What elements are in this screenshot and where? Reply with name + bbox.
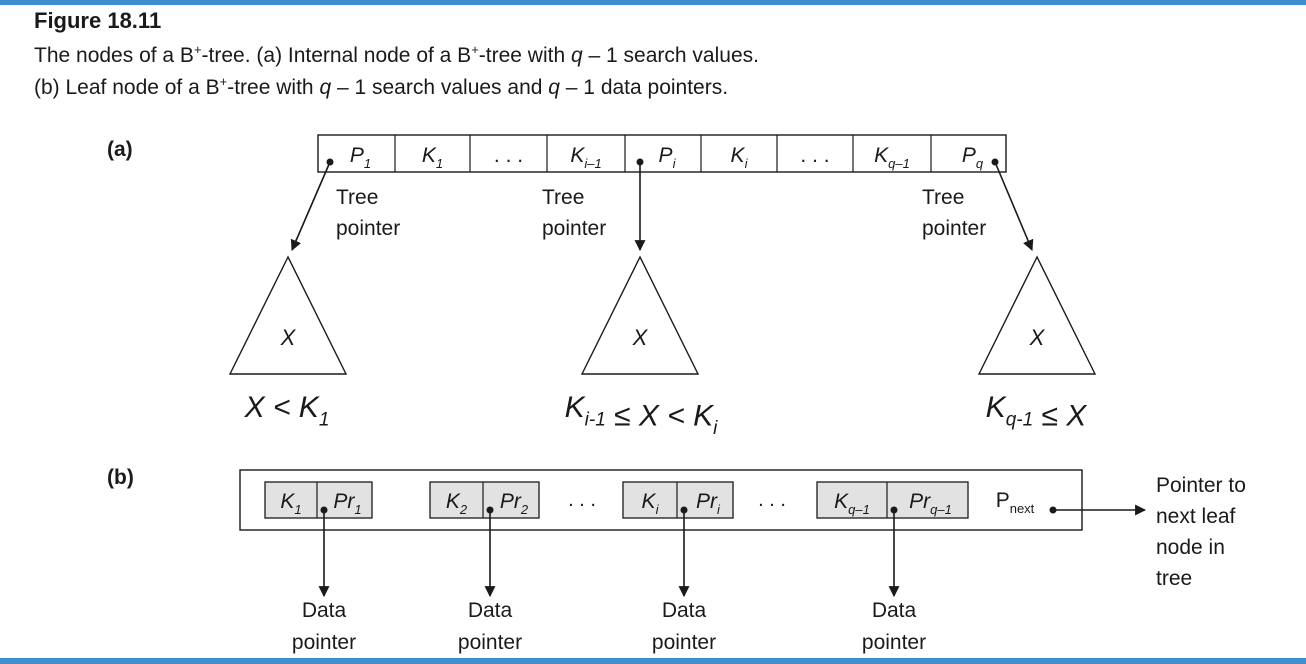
caption-line-2: (b) Leaf node of a B+-tree with q – 1 se… [34, 74, 729, 99]
bottom-border-bar [0, 658, 1306, 664]
leaf-key: K1 [280, 490, 301, 517]
subtree-condition: X < K1 [244, 391, 330, 430]
tree-pointer-label-line2: pointer [922, 217, 986, 240]
tree-pointer-label-line2: pointer [542, 217, 606, 240]
leaf-key: Kq–1 [834, 490, 870, 517]
tree-pointer-label-line1: Tree [922, 186, 964, 209]
internal-node-cell: Pq [962, 144, 984, 171]
leaf-entry [622, 481, 734, 519]
subtree-symbol: X [1029, 325, 1046, 350]
leaf-record-pointer: Pr2 [500, 490, 529, 517]
data-pointer-label-line2: pointer [652, 631, 716, 654]
data-pointer-label-line1: Data [662, 599, 707, 622]
internal-node-cell: Ki–1 [570, 144, 601, 171]
leaf-record-pointer: Prq–1 [909, 490, 952, 517]
next-leaf-label-line: tree [1156, 567, 1192, 590]
tree-pointer-label-line1: Tree [542, 186, 584, 209]
ellipsis: . . . [568, 489, 596, 511]
data-pointer-label-line2: pointer [458, 631, 522, 654]
top-border-bar [0, 0, 1306, 5]
data-pointer-label-line2: pointer [292, 631, 356, 654]
internal-node-cell: Kq–1 [874, 144, 910, 171]
figure-label: Figure 18.11 [34, 8, 162, 33]
next-pointer-label: Pnext [996, 489, 1035, 516]
subtree-triangle [228, 255, 348, 375]
leaf-entry [429, 481, 540, 519]
internal-node-cell: Ki [731, 144, 749, 171]
data-pointer-label-line1: Data [302, 599, 347, 622]
leaf-key: K2 [446, 490, 468, 517]
internal-node-cell: P1 [350, 144, 371, 171]
part-a-label: (a) [107, 138, 133, 161]
subtree-symbol: X [632, 325, 649, 350]
next-leaf-label-line: next leaf [1156, 505, 1236, 528]
internal-node-cell: K1 [422, 144, 443, 171]
part-b-label: (b) [107, 466, 134, 489]
subtree-condition: Kq-1 ≤ X [986, 391, 1088, 432]
data-pointer-label-line2: pointer [862, 631, 926, 654]
subtree-condition: Ki-1 ≤ X < Ki [565, 391, 718, 439]
leaf-key: Ki [642, 490, 660, 517]
next-leaf-label-line: Pointer to [1156, 474, 1246, 497]
ellipsis: . . . [758, 489, 786, 511]
tree-pointer-label-line2: pointer [336, 217, 400, 240]
subtree-symbol: X [280, 325, 297, 350]
tree-pointer-arrow [290, 161, 331, 252]
internal-node-cell: . . . [494, 144, 523, 167]
subtree-triangle [580, 255, 700, 375]
internal-node-cell: Pi [659, 144, 677, 171]
next-leaf-label-line: node in [1156, 536, 1225, 559]
subtree-triangle [977, 255, 1097, 375]
data-pointer-label-line1: Data [468, 599, 513, 622]
data-pointer-label-line1: Data [872, 599, 917, 622]
internal-node-cell: . . . [800, 144, 829, 167]
tree-pointer-label-line1: Tree [336, 186, 378, 209]
caption-line-1: The nodes of a B+-tree. (a) Internal nod… [34, 42, 759, 67]
tree-pointer-arrow [994, 161, 1034, 252]
internal-node-box [317, 134, 1007, 173]
leaf-entry [264, 481, 373, 519]
leaf-record-pointer: Pr1 [333, 490, 361, 517]
leaf-record-pointer: Pri [696, 490, 721, 517]
